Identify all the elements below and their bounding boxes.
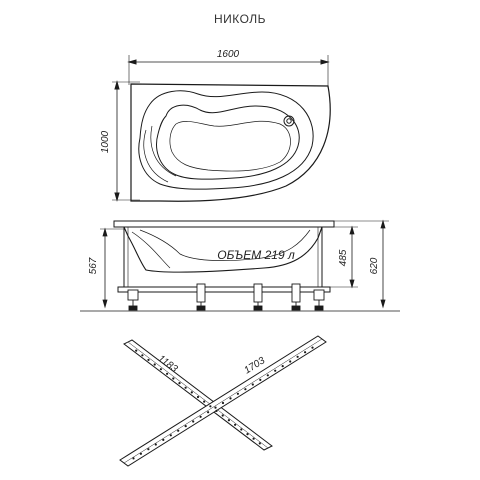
backrest-contour-2 <box>150 125 177 177</box>
mounting-hole-icon <box>281 365 284 368</box>
mounting-hole-icon <box>221 401 225 405</box>
mounting-hole-icon <box>246 433 249 436</box>
mounting-hole-icon <box>252 437 255 440</box>
arrow-down-icon <box>349 279 355 289</box>
arrow-up-icon <box>349 225 355 235</box>
arrow-up-icon <box>114 80 120 90</box>
side-view <box>80 220 400 312</box>
inner-height-label: 485 <box>338 249 349 266</box>
mounting-hole-icon <box>169 434 172 437</box>
mounting-hole-icon <box>196 395 200 399</box>
mounting-hole-icon <box>147 358 150 361</box>
arrow-left-icon <box>127 59 137 65</box>
total-height-label: 620 <box>369 257 380 274</box>
mounting-hole-icon <box>177 429 180 432</box>
mounting-hole-icon <box>132 457 135 460</box>
tub-basin-inner <box>169 120 291 172</box>
mounting-hole-icon <box>141 354 144 357</box>
mounting-hole-icon <box>229 397 232 400</box>
mounting-hole-icon <box>192 420 195 423</box>
frame-bar <box>117 286 331 293</box>
drawing-title: НИКОЛЬ <box>213 12 267 26</box>
mounting-hole-icon <box>190 391 193 394</box>
mounting-hole-icon <box>159 368 162 371</box>
mounting-hole-icon <box>154 443 157 446</box>
mounting-hole-icon <box>135 349 138 352</box>
frame-view <box>119 335 327 467</box>
mounting-hole-icon <box>147 448 150 451</box>
side-shell <box>123 226 323 273</box>
tub-basin <box>156 104 300 180</box>
mounting-hole-icon <box>184 425 187 428</box>
leg-icon <box>291 283 301 311</box>
mounting-hole-icon <box>162 438 165 441</box>
left-height-label: 567 <box>88 257 99 274</box>
leg-icon <box>253 283 263 311</box>
leg-icon <box>127 289 139 311</box>
mounting-hole-icon <box>199 415 202 418</box>
mounting-hole-icon <box>215 409 218 412</box>
mounting-hole-icon <box>227 419 230 422</box>
mounting-hole-icon <box>289 360 292 363</box>
mounting-hole-icon <box>178 382 181 385</box>
mounting-hole-icon <box>209 405 212 408</box>
mounting-hole-icon <box>172 377 175 380</box>
mounting-hole-icon <box>203 400 206 403</box>
mounting-hole-icon <box>153 363 156 366</box>
side-dimensions <box>100 219 389 309</box>
top-view <box>112 55 331 202</box>
rail-a-holes <box>135 349 261 445</box>
mounting-hole-icon <box>259 378 262 381</box>
depth-label: 1000 <box>100 130 111 153</box>
mounting-hole-icon <box>166 372 169 375</box>
arrow-up-icon <box>102 227 108 237</box>
volume-label: ОБЪЕМ 219 л <box>217 248 295 262</box>
backrest-contour <box>143 129 169 183</box>
arrow-down-icon <box>380 299 386 309</box>
tub-outer-contour <box>130 83 331 202</box>
arrow-down-icon <box>114 192 120 202</box>
mounting-hole-icon <box>207 411 210 414</box>
arrow-up-icon <box>380 219 386 229</box>
mounting-hole-icon <box>184 386 187 389</box>
mounting-hole-icon <box>296 355 299 358</box>
side-shell-inner-2 <box>131 231 171 269</box>
mounting-hole-icon <box>251 383 254 386</box>
mounting-hole-icon <box>304 351 307 354</box>
leg-group <box>127 283 325 311</box>
leg-icon <box>313 289 325 311</box>
mounting-hole-icon <box>244 388 247 391</box>
rail-b-holes <box>132 346 314 460</box>
mounting-hole-icon <box>139 452 142 455</box>
drain-outer-icon <box>283 115 295 127</box>
leg-icon <box>196 283 206 311</box>
side-shell-inner <box>139 229 311 261</box>
side-rim <box>113 220 335 228</box>
width-label: 1600 <box>217 49 240 60</box>
mounting-hole-icon <box>258 442 261 445</box>
mounting-hole-icon <box>214 406 217 409</box>
mounting-hole-icon <box>234 423 237 426</box>
mounting-hole-icon <box>240 428 243 431</box>
drain-inner-icon <box>286 118 292 124</box>
mounting-hole-icon <box>266 374 269 377</box>
mounting-hole-icon <box>274 369 277 372</box>
mounting-hole-icon <box>311 346 314 349</box>
mounting-hole-icon <box>236 392 239 395</box>
tub-rim <box>138 90 314 190</box>
arrow-down-icon <box>102 299 108 309</box>
arrow-right-icon <box>320 59 330 65</box>
mounting-hole-icon <box>221 414 224 417</box>
